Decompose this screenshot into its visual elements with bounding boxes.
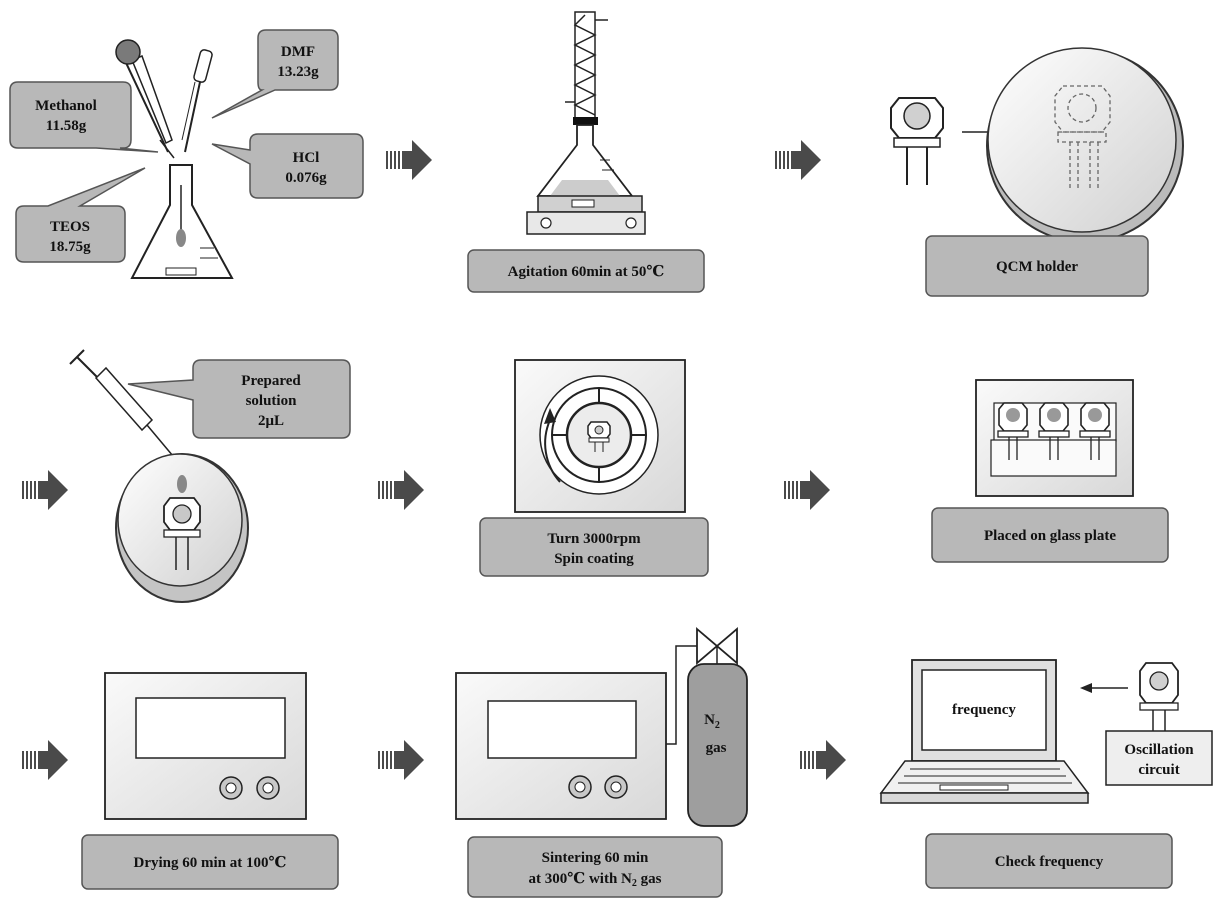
- hcl-amount: 0.076g: [285, 170, 327, 186]
- dropper-icon: [181, 49, 213, 153]
- hcl-callout: HCl 0.076g: [211, 133, 364, 199]
- flow-arrow-icon: [378, 740, 424, 780]
- dmf-callout: DMF 13.23g: [211, 29, 339, 119]
- qcm-crystal-icon: [1038, 402, 1070, 460]
- flow-arrows: [22, 140, 846, 780]
- prepared-solution-callout: Prepared solution 2μL: [127, 359, 351, 439]
- laptop-screen-text: frequency: [952, 702, 1016, 718]
- syringe-icon: [69, 349, 179, 463]
- dmf-amount: 13.23g: [277, 64, 319, 80]
- furnace-icon: [455, 672, 667, 820]
- step5-spin-coating: Turn 3000rpm Spin coating: [479, 359, 709, 577]
- flow-arrow-icon: [22, 470, 68, 510]
- callout-line1: Prepared: [241, 373, 301, 389]
- qcm-holder-label-box: QCM holder: [925, 235, 1149, 297]
- glass-plate-label: Placed on glass plate: [984, 528, 1116, 544]
- sintering-label-box: Sintering 60 min at 300℃ with N2 gas: [467, 836, 723, 898]
- tank-formula: N2: [704, 712, 720, 731]
- agitation-label: Agitation 60min at 50℃: [508, 264, 665, 280]
- spin-label-box: Turn 3000rpm Spin coating: [479, 517, 709, 577]
- teos-amount: 18.75g: [49, 239, 91, 255]
- drying-label-box: Drying 60 min at 100℃: [81, 834, 339, 890]
- flow-arrow-icon: [22, 740, 68, 780]
- sintering-label-line1: Sintering 60 min: [542, 850, 649, 866]
- holder-disc-icon: [986, 47, 1184, 243]
- flow-arrow-icon: [378, 470, 424, 510]
- drying-label: Drying 60 min at 100℃: [134, 855, 287, 871]
- callout-line2: solution: [246, 393, 298, 409]
- spin-label-line1: Turn 3000rpm: [547, 531, 641, 547]
- flow-arrow-icon: [386, 140, 432, 180]
- oscillation-circuit-box: Oscillation circuit: [1105, 730, 1213, 786]
- qcm-crystal-icon: [890, 97, 944, 185]
- step4-drop-solution: Prepared solution 2μL: [69, 349, 351, 603]
- agitation-label-box: Agitation 60min at 50℃: [467, 249, 705, 293]
- holder-disc-icon: [115, 453, 249, 603]
- glass-plate-label-box: Placed on glass plate: [931, 507, 1169, 563]
- methanol-name: Methanol: [35, 98, 97, 114]
- circuit-line2: circuit: [1138, 762, 1179, 778]
- reaction-flask-icon: [536, 124, 634, 197]
- pipette-bulb-icon: [115, 39, 175, 159]
- glass-plate-icon: [975, 379, 1134, 497]
- callout-line3: 2μL: [258, 413, 284, 429]
- step6-glass-plate: Placed on glass plate: [931, 379, 1169, 563]
- spin-coater-icon: [514, 359, 686, 513]
- teos-callout: TEOS 18.75g: [15, 167, 146, 263]
- dmf-name: DMF: [281, 44, 315, 60]
- qcm-crystal-icon: [1079, 402, 1111, 460]
- qcm-crystal-icon: [997, 402, 1029, 460]
- flow-arrow-icon: [775, 140, 821, 180]
- qcm-holder-label: QCM holder: [996, 259, 1078, 275]
- methanol-amount: 11.58g: [46, 118, 87, 134]
- check-frequency-label: Check frequency: [995, 854, 1104, 870]
- tank-word: gas: [706, 740, 727, 756]
- sintering-label-line2: at 300℃ with N2 gas: [529, 871, 662, 889]
- check-frequency-label-box: Check frequency: [925, 833, 1173, 889]
- methanol-callout: Methanol 11.58g: [9, 81, 159, 153]
- step3-qcm-holder: QCM holder: [890, 47, 1184, 297]
- rotation-arrow-icon: [544, 408, 561, 483]
- spin-label-line2: Spin coating: [554, 551, 634, 567]
- step9-check-frequency: frequency Oscillation circuit Check: [879, 659, 1213, 889]
- step8-sintering: N2 gas Sintering 60 min at 300℃ with N2 …: [455, 627, 748, 898]
- teos-name: TEOS: [50, 219, 90, 235]
- drying-oven-icon: [104, 672, 307, 820]
- signal-arrow-icon: [1080, 683, 1128, 693]
- flow-arrow-icon: [784, 470, 830, 510]
- step7-drying: Drying 60 min at 100℃: [81, 672, 339, 890]
- flow-arrow-icon: [800, 740, 846, 780]
- hcl-name: HCl: [293, 150, 320, 166]
- step2-agitation: Agitation 60min at 50℃: [467, 11, 705, 293]
- circuit-line1: Oscillation: [1124, 742, 1194, 758]
- gas-cylinder-icon: N2 gas: [687, 627, 748, 827]
- qcm-crystal-icon: [1139, 662, 1179, 732]
- hot-plate-stirrer-icon: [526, 195, 646, 235]
- reflux-condenser-icon: [565, 11, 608, 125]
- laptop-icon: frequency: [879, 659, 1090, 804]
- gas-tube-icon: [666, 645, 712, 745]
- step1-mixing: Methanol 11.58g DMF 13.23g HCl 0.076g TE…: [9, 29, 364, 279]
- erlenmeyer-flask-icon: [130, 164, 234, 279]
